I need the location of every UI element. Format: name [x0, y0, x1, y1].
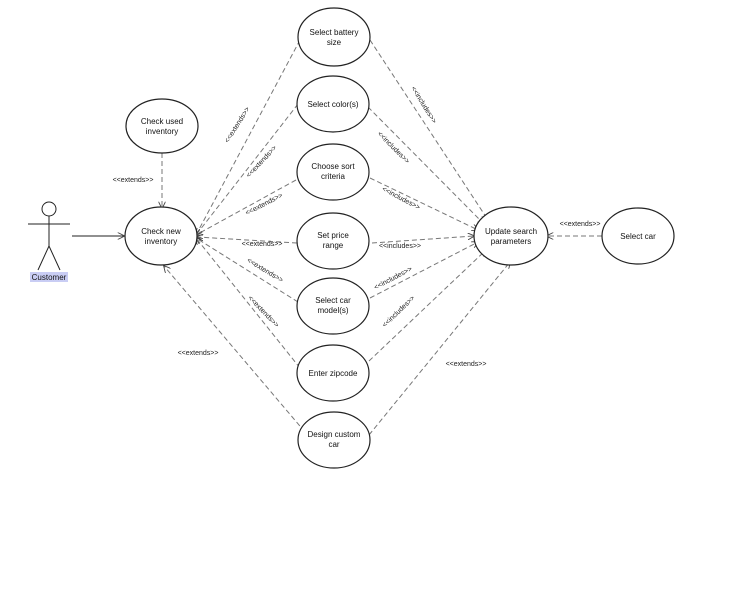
- label-extends-selectcar: <<extends>>: [560, 221, 601, 228]
- label-includes-price: <<includes>>: [379, 243, 421, 250]
- label-includes-color: <<includes>>: [376, 131, 411, 166]
- actor-customer[interactable]: Customer: [28, 201, 70, 282]
- label-extends-price: <<extends>>: [242, 241, 283, 248]
- svg-text:Select car: Select car: [315, 296, 351, 305]
- use-case-check-used-inventory[interactable]: Check used inventory: [125, 98, 199, 154]
- svg-text:model(s): model(s): [317, 306, 348, 315]
- use-case-set-price-range[interactable]: Set price range: [296, 212, 370, 270]
- label-includes-zip: <<includes>>: [381, 295, 416, 329]
- extends-design-to-new: [164, 266, 306, 433]
- svg-text:criteria: criteria: [321, 172, 346, 181]
- includes-zip-to-update: [368, 250, 486, 362]
- svg-text:Select color(s): Select color(s): [307, 100, 358, 109]
- use-case-choose-sort-criteria[interactable]: Choose sort criteria: [296, 143, 370, 201]
- includes-color-to-update: [367, 106, 484, 224]
- svg-text:Update search: Update search: [485, 227, 537, 236]
- label-extends-zip: <<extends>>: [246, 295, 279, 329]
- extends-battery-to-new: [196, 39, 301, 235]
- svg-text:inventory: inventory: [145, 237, 177, 246]
- label-includes-sort: <<includes>>: [380, 186, 420, 212]
- includes-model-to-update: [369, 242, 478, 299]
- extends-sort-to-new: [196, 179, 297, 235]
- svg-text:range: range: [323, 241, 344, 250]
- use-case-check-new-inventory[interactable]: Check new inventory: [124, 206, 198, 266]
- extends-price-to-new: [197, 237, 298, 244]
- includes-sort-to-update: [369, 177, 478, 230]
- use-case-select-car-models[interactable]: Select car model(s): [296, 277, 370, 335]
- actor-label: Customer: [32, 273, 67, 282]
- label-extends-battery: <<extends>>: [224, 106, 252, 144]
- extends-design-to-update: [368, 262, 510, 436]
- svg-text:Select car: Select car: [620, 232, 656, 241]
- svg-text:Design custom: Design custom: [308, 430, 361, 439]
- svg-text:car: car: [328, 440, 339, 449]
- svg-text:Enter zipcode: Enter zipcode: [309, 369, 358, 378]
- svg-text:Set price: Set price: [317, 231, 349, 240]
- includes-battery-to-update: [369, 39, 488, 220]
- use-case-select-colors[interactable]: Select color(s): [296, 75, 370, 133]
- extends-zip-to-new: [196, 238, 301, 369]
- use-case-design-custom-car[interactable]: Design custom car: [297, 411, 371, 469]
- extends-color-to-new: [196, 103, 299, 235]
- label-extends-design: <<extends>>: [178, 350, 219, 357]
- svg-text:Check used: Check used: [141, 117, 183, 126]
- use-case-select-battery-size[interactable]: Select battery size: [297, 7, 371, 67]
- use-case-enter-zipcode[interactable]: Enter zipcode: [296, 344, 370, 402]
- svg-text:size: size: [327, 38, 342, 47]
- use-case-select-car[interactable]: Select car: [601, 207, 675, 265]
- label-extends-used: <<extends>>: [113, 177, 154, 184]
- label-extends-model: <<extends>>: [245, 257, 284, 284]
- extends-model-to-new: [196, 238, 299, 303]
- label-includes-battery: <<includes>>: [409, 86, 437, 125]
- includes-price-to-update: [371, 236, 474, 244]
- svg-text:Choose sort: Choose sort: [311, 162, 355, 171]
- svg-text:Check new: Check new: [141, 227, 181, 236]
- svg-text:parameters: parameters: [491, 237, 531, 246]
- svg-text:Select battery: Select battery: [310, 28, 359, 37]
- label-extends-design-update: <<extends>>: [446, 361, 487, 368]
- svg-text:inventory: inventory: [146, 127, 178, 136]
- use-case-update-search-parameters[interactable]: Update search parameters: [473, 206, 549, 266]
